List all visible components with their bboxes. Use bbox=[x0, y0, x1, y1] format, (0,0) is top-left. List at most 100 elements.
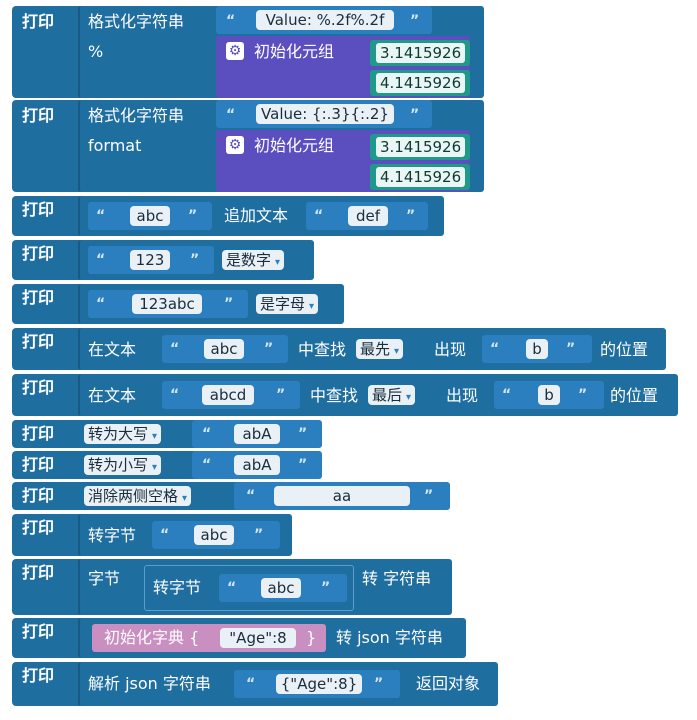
text-field[interactable]: abc bbox=[261, 578, 301, 598]
chevron-down-icon: ▾ bbox=[275, 257, 281, 268]
print-label: 打印 bbox=[22, 378, 55, 397]
string-block[interactable]: “ abc ” bbox=[162, 335, 288, 363]
to-bytes-label: 转字节 bbox=[153, 578, 202, 597]
appear-label: 出现 bbox=[434, 340, 467, 359]
tuple-block[interactable]: ⚙ 初始化元组 3.1415926 4.1415926 bbox=[216, 36, 470, 98]
case-dropdown[interactable]: 转为小写▾ bbox=[84, 455, 162, 475]
number-block[interactable]: 4.1415926 bbox=[370, 70, 470, 96]
string-block[interactable]: “ abc ” bbox=[88, 202, 212, 230]
print-block[interactable]: 打印 字节 转字节 “ abc ” 转 字符串 bbox=[12, 559, 452, 615]
string-block[interactable]: “ abcd ” bbox=[162, 381, 300, 409]
number-block[interactable]: 3.1415926 bbox=[370, 134, 470, 160]
in-text-label: 在文本 bbox=[88, 386, 137, 405]
find-position-dropdown[interactable]: 最后▾ bbox=[368, 385, 416, 405]
to-bytes-label: 转字节 bbox=[88, 526, 137, 545]
string-block[interactable]: “ {"Age":8} ” bbox=[234, 670, 400, 698]
to-bytes-block[interactable]: 转字节 “ abc ” bbox=[144, 565, 354, 611]
string-block[interactable]: “ Value: {:.3}{:.2} ” bbox=[216, 100, 432, 128]
dict-block[interactable]: 初始化字典 { "Age":8 } bbox=[92, 624, 326, 652]
dict-label: 初始化字典 { bbox=[104, 628, 200, 647]
text-field[interactable]: Value: {:.3}{:.2} bbox=[256, 104, 394, 124]
print-block[interactable]: 打印 转为小写▾ “ abA ” bbox=[12, 451, 322, 479]
in-text-label: 在文本 bbox=[88, 340, 137, 359]
string-block[interactable]: “ aa ” bbox=[234, 482, 450, 510]
print-label: 打印 bbox=[22, 288, 55, 307]
tuple-label: 初始化元组 bbox=[254, 42, 335, 61]
string-block[interactable]: “ 123 ” bbox=[88, 246, 214, 274]
print-label: 打印 bbox=[22, 244, 55, 263]
text-field[interactable]: abc bbox=[204, 339, 244, 359]
print-label: 打印 bbox=[22, 332, 55, 351]
print-label: 打印 bbox=[22, 486, 55, 505]
text-field[interactable]: abc bbox=[194, 525, 234, 545]
string-block[interactable]: “ abc ” bbox=[219, 574, 347, 602]
string-block[interactable]: “ abA ” bbox=[192, 451, 322, 479]
print-block[interactable]: 打印 在文本 “ abc ” 中查找 最先▾ 出现 “ b ” 的位置 bbox=[12, 328, 666, 370]
gear-icon[interactable]: ⚙ bbox=[226, 136, 244, 154]
string-block[interactable]: “ Value: %.2f%.2f ” bbox=[216, 6, 432, 34]
text-field[interactable]: b bbox=[538, 385, 560, 405]
tuple-label: 初始化元组 bbox=[254, 136, 335, 155]
trim-dropdown[interactable]: 消除两侧空格▾ bbox=[84, 486, 192, 506]
appear-label: 出现 bbox=[446, 386, 479, 405]
text-field[interactable]: aa bbox=[274, 486, 410, 506]
dict-entry-field[interactable]: "Age":8 bbox=[220, 628, 296, 648]
to-string-label: 转 字符串 bbox=[362, 569, 432, 588]
number-field[interactable]: 3.1415926 bbox=[376, 137, 466, 157]
print-block[interactable]: 打印 “ 123abc ” 是字母▾ bbox=[12, 284, 344, 324]
print-block[interactable]: 打印 解析 json 字符串 “ {"Age":8} ” 返回对象 bbox=[12, 662, 498, 706]
number-block[interactable]: 3.1415926 bbox=[370, 40, 470, 66]
check-type-dropdown[interactable]: 是字母▾ bbox=[256, 294, 319, 314]
print-block[interactable]: 打印 初始化字典 { "Age":8 } 转 json 字符串 bbox=[12, 618, 466, 658]
print-block[interactable]: 打印 格式化字符串 % “ Value: %.2f%.2f ” ⚙ 初始化元组 … bbox=[12, 6, 484, 98]
find-position-dropdown[interactable]: 最先▾ bbox=[356, 339, 404, 359]
text-field[interactable]: {"Age":8} bbox=[276, 674, 362, 694]
print-block[interactable]: 打印 消除两侧空格▾ “ aa ” bbox=[12, 482, 450, 510]
case-dropdown[interactable]: 转为大写▾ bbox=[84, 424, 162, 444]
find-label: 中查找 bbox=[298, 340, 347, 359]
text-field[interactable]: 123abc bbox=[132, 294, 202, 314]
gear-icon[interactable]: ⚙ bbox=[226, 42, 244, 60]
parse-json-label: 解析 json 字符串 bbox=[88, 674, 211, 693]
text-field[interactable]: abA bbox=[234, 424, 280, 444]
string-block[interactable]: “ abA ” bbox=[192, 420, 322, 448]
string-block[interactable]: “ def ” bbox=[306, 202, 428, 230]
append-text-label: 追加文本 bbox=[224, 206, 289, 225]
text-field[interactable]: Value: %.2f%.2f bbox=[256, 10, 394, 30]
print-label: 打印 bbox=[22, 12, 55, 31]
print-label: 打印 bbox=[22, 666, 55, 685]
string-block[interactable]: “ 123abc ” bbox=[88, 290, 248, 318]
number-field[interactable]: 3.1415926 bbox=[376, 43, 466, 63]
text-field[interactable]: abc bbox=[130, 206, 170, 226]
format-mode-label: format bbox=[88, 136, 142, 155]
print-block[interactable]: 打印 “ abc ” 追加文本 “ def ” bbox=[12, 196, 444, 236]
string-block[interactable]: “ abc ” bbox=[152, 521, 280, 549]
print-block[interactable]: 打印 格式化字符串 format “ Value: {:.3}{:.2} ” ⚙… bbox=[12, 100, 484, 192]
text-field[interactable]: abA bbox=[234, 455, 280, 475]
print-block[interactable]: 打印 转为大写▾ “ abA ” bbox=[12, 420, 322, 448]
print-label: 打印 bbox=[22, 563, 55, 582]
print-block[interactable]: 打印 “ 123 ” 是数字▾ bbox=[12, 240, 314, 280]
number-field[interactable]: 4.1415926 bbox=[376, 73, 466, 93]
string-block[interactable]: “ b ” bbox=[494, 381, 604, 409]
string-block[interactable]: “ b ” bbox=[482, 335, 592, 363]
print-label: 打印 bbox=[22, 518, 55, 537]
format-label: 格式化字符串 bbox=[88, 12, 185, 31]
bytes-label: 字节 bbox=[88, 569, 121, 588]
tuple-block[interactable]: ⚙ 初始化元组 3.1415926 4.1415926 bbox=[216, 130, 470, 192]
print-block[interactable]: 打印 转字节 “ abc ” bbox=[12, 514, 292, 556]
print-label: 打印 bbox=[22, 424, 55, 443]
text-field[interactable]: 123 bbox=[130, 250, 170, 270]
number-field[interactable]: 4.1415926 bbox=[376, 167, 466, 187]
number-block[interactable]: 4.1415926 bbox=[370, 164, 470, 190]
chevron-down-icon: ▾ bbox=[309, 301, 315, 312]
text-field[interactable]: b bbox=[526, 339, 548, 359]
text-field[interactable]: abcd bbox=[202, 385, 254, 405]
text-field[interactable]: def bbox=[348, 206, 388, 226]
check-type-dropdown[interactable]: 是数字▾ bbox=[222, 250, 285, 270]
chevron-down-icon: ▾ bbox=[182, 493, 188, 504]
print-label: 打印 bbox=[22, 200, 55, 219]
print-block[interactable]: 打印 在文本 “ abcd ” 中查找 最后▾ 出现 “ b ” 的位置 bbox=[12, 374, 678, 416]
chevron-down-icon: ▾ bbox=[394, 346, 400, 357]
